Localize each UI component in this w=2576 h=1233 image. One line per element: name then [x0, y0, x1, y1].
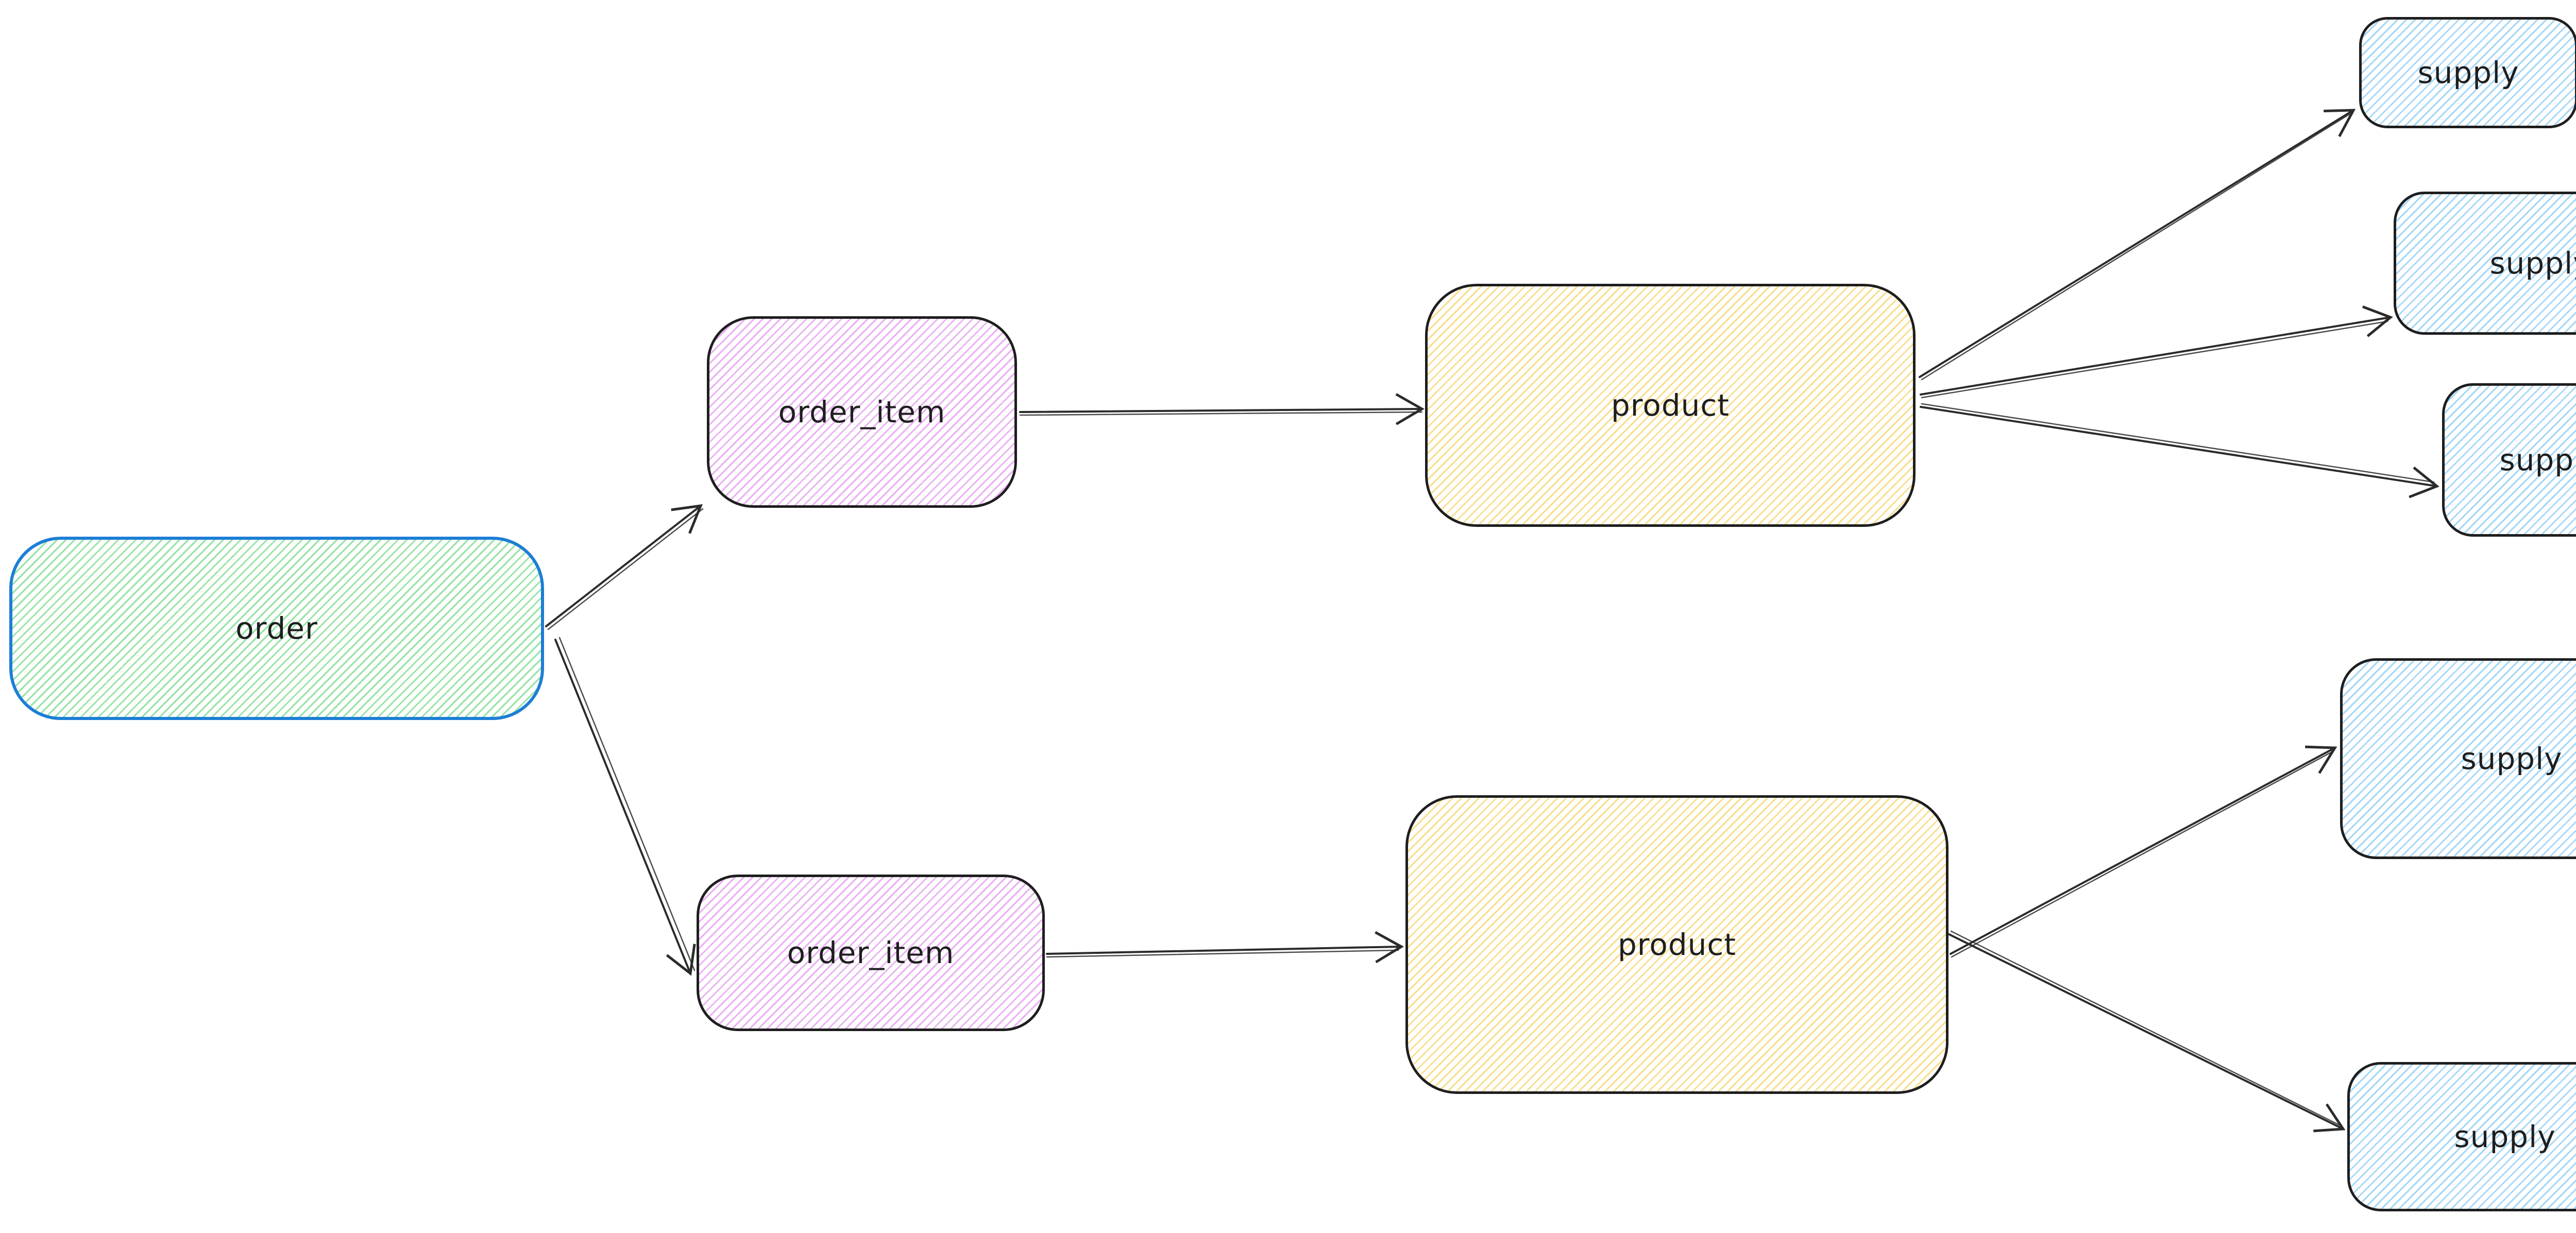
node-supply-4-label: supply — [2461, 741, 2563, 776]
node-supply-3-label: supply — [2499, 442, 2576, 477]
node-order-item-1-label: order_item — [778, 395, 946, 430]
node-supply-1-label: supply — [2417, 55, 2519, 90]
edge-order-item-1-to-product-1[interactable] — [1019, 393, 1425, 425]
edge-order-to-order-item-1[interactable] — [545, 504, 704, 630]
node-supply-4[interactable]: supply — [2340, 658, 2576, 859]
edge-product-1-to-supply-2[interactable] — [1920, 305, 2393, 399]
edge-product-1-to-supply-1[interactable] — [1919, 109, 2356, 381]
edge-order-to-order-item-2[interactable] — [554, 637, 696, 976]
node-order[interactable]: order — [9, 537, 544, 720]
node-product-2-label: product — [1617, 927, 1737, 962]
node-order-item-1[interactable]: order_item — [707, 316, 1017, 508]
node-supply-5[interactable]: supply — [2347, 1062, 2576, 1211]
node-product-2[interactable]: product — [1405, 795, 1948, 1094]
node-order-item-2-label: order_item — [787, 935, 955, 970]
edge-order-item-2-to-product-2[interactable] — [1046, 931, 1404, 964]
node-order-item-2[interactable]: order_item — [697, 875, 1045, 1031]
node-supply-3[interactable]: supply — [2442, 383, 2576, 537]
edge-product-2-to-supply-5[interactable] — [1948, 930, 2346, 1133]
node-product-1[interactable]: product — [1425, 284, 1916, 527]
node-order-label: order — [235, 611, 318, 646]
node-supply-2-label: supply — [2489, 246, 2576, 281]
edge-product-1-to-supply-3[interactable] — [1920, 403, 2439, 499]
node-product-1-label: product — [1611, 388, 1730, 423]
edge-product-2-to-supply-4[interactable] — [1950, 745, 2337, 958]
node-supply-2[interactable]: supply — [2394, 192, 2576, 335]
node-supply-5-label: supply — [2454, 1119, 2556, 1154]
node-supply-1[interactable]: supply — [2359, 17, 2576, 128]
